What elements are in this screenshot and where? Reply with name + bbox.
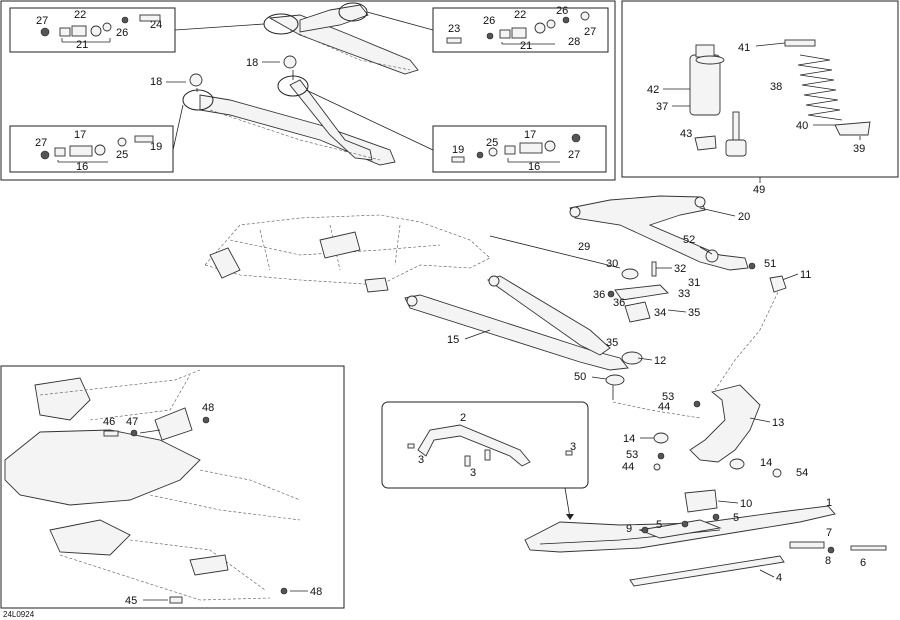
frame-panel: 48 46 47 45 48 [0, 365, 345, 609]
lower-a-arm: 15 35 12 [404, 275, 666, 371]
callout-42: 42 [647, 84, 659, 96]
upper-a-arm-drawing [263, 2, 419, 75]
callout-23: 23 [448, 23, 460, 35]
callout-45: 45 [125, 595, 137, 607]
callout-22: 22 [74, 9, 86, 21]
callout-2: 2 [460, 412, 466, 424]
callout-3: 3 [570, 441, 576, 453]
frame-chassis-dashed [204, 214, 491, 293]
callout-51: 51 [764, 258, 776, 270]
detail-box-lower-left: 27 17 25 19 16 [9, 125, 174, 173]
callout-30: 30 [606, 258, 618, 270]
callout-9: 9 [626, 523, 632, 535]
callout-19: 19 [150, 141, 162, 153]
callout-25: 25 [486, 137, 498, 149]
callout-52: 52 [683, 234, 695, 246]
callout-19: 19 [452, 144, 464, 156]
callout-44: 44 [658, 401, 670, 413]
spindle: 13 [689, 384, 784, 463]
callout-8: 8 [825, 555, 831, 567]
callout-17: 17 [524, 129, 536, 141]
callout-35: 35 [606, 337, 618, 349]
callout-28: 28 [568, 36, 580, 48]
callout-21: 21 [520, 40, 532, 52]
callout-7: 7 [826, 527, 832, 539]
callout-5: 5 [656, 519, 662, 531]
callout-53: 53 [662, 391, 674, 403]
callout-49: 49 [753, 184, 765, 196]
callout-21: 21 [76, 39, 88, 51]
callout-3: 3 [418, 454, 424, 466]
detail-box-lower-right: 19 25 17 27 16 [432, 125, 607, 173]
callout-41: 41 [738, 42, 750, 54]
callout-6: 6 [860, 557, 866, 569]
callout-36: 36 [613, 297, 625, 309]
lower-a-arm-drawing [182, 75, 396, 166]
callout-33: 33 [678, 288, 690, 300]
callout-12: 12 [654, 355, 666, 367]
callout-10: 10 [740, 498, 752, 510]
diagram-code: 24L0924 [3, 610, 35, 619]
spring-drawing [797, 54, 843, 121]
ski-handle-box: 2 3 3 3 [381, 401, 589, 520]
callout-1: 1 [826, 497, 832, 509]
callout-48: 48 [310, 586, 322, 598]
callout-18: 18 [150, 76, 162, 88]
callout-27: 27 [36, 15, 48, 27]
callout-27: 27 [568, 149, 580, 161]
shock-panel: 41 38 42 37 43 40 39 [621, 0, 899, 178]
callout-5: 5 [733, 512, 739, 524]
callout-48: 48 [202, 402, 214, 414]
callout-3: 3 [470, 467, 476, 479]
callout-36: 36 [593, 289, 605, 301]
callout-46: 46 [103, 416, 115, 428]
callout-17: 17 [74, 129, 86, 141]
callout-4: 4 [776, 572, 782, 584]
callout-27: 27 [35, 137, 47, 149]
callout-26: 26 [556, 5, 568, 17]
callout-15: 15 [447, 334, 459, 346]
callout-29: 29 [578, 241, 590, 253]
callout-16: 16 [76, 161, 88, 173]
callout-20: 20 [738, 211, 750, 223]
callout-47: 47 [126, 416, 138, 428]
callout-54: 54 [796, 467, 808, 479]
callout-37: 37 [656, 101, 668, 113]
callout-22: 22 [514, 9, 526, 21]
callout-14: 14 [760, 457, 772, 469]
callout-43: 43 [680, 128, 692, 140]
callout-26: 26 [483, 15, 495, 27]
detail-box-upper-right: 23 26 22 26 27 28 21 [432, 5, 609, 53]
callout-16: 16 [528, 161, 540, 173]
callout-25: 25 [116, 149, 128, 161]
detail-box-upper-left: 27 22 24 26 21 [9, 7, 176, 53]
callout-38: 38 [770, 81, 782, 93]
ski: 1 5 9 5 7 8 6 4 [524, 497, 887, 587]
callout-40: 40 [796, 120, 808, 132]
callout-53: 53 [626, 449, 638, 461]
callout-34: 34 [654, 307, 666, 319]
callout-24: 24 [150, 19, 162, 31]
callout-14: 14 [623, 433, 635, 445]
a-arm-panel: 27 22 24 26 21 23 26 22 26 27 28 21 [0, 0, 616, 181]
callout-32: 32 [674, 263, 686, 275]
callout-18: 18 [246, 57, 258, 69]
callout-39: 39 [853, 143, 865, 155]
callout-26: 26 [116, 27, 128, 39]
upper-a-arm: 20 [569, 195, 750, 271]
callout-13: 13 [772, 417, 784, 429]
callout-31: 31 [688, 277, 700, 289]
callout-44: 44 [622, 461, 634, 473]
callout-11: 11 [800, 269, 811, 281]
callout-35: 35 [688, 307, 700, 319]
callout-27: 27 [584, 26, 596, 38]
callout-50: 50 [574, 371, 586, 383]
